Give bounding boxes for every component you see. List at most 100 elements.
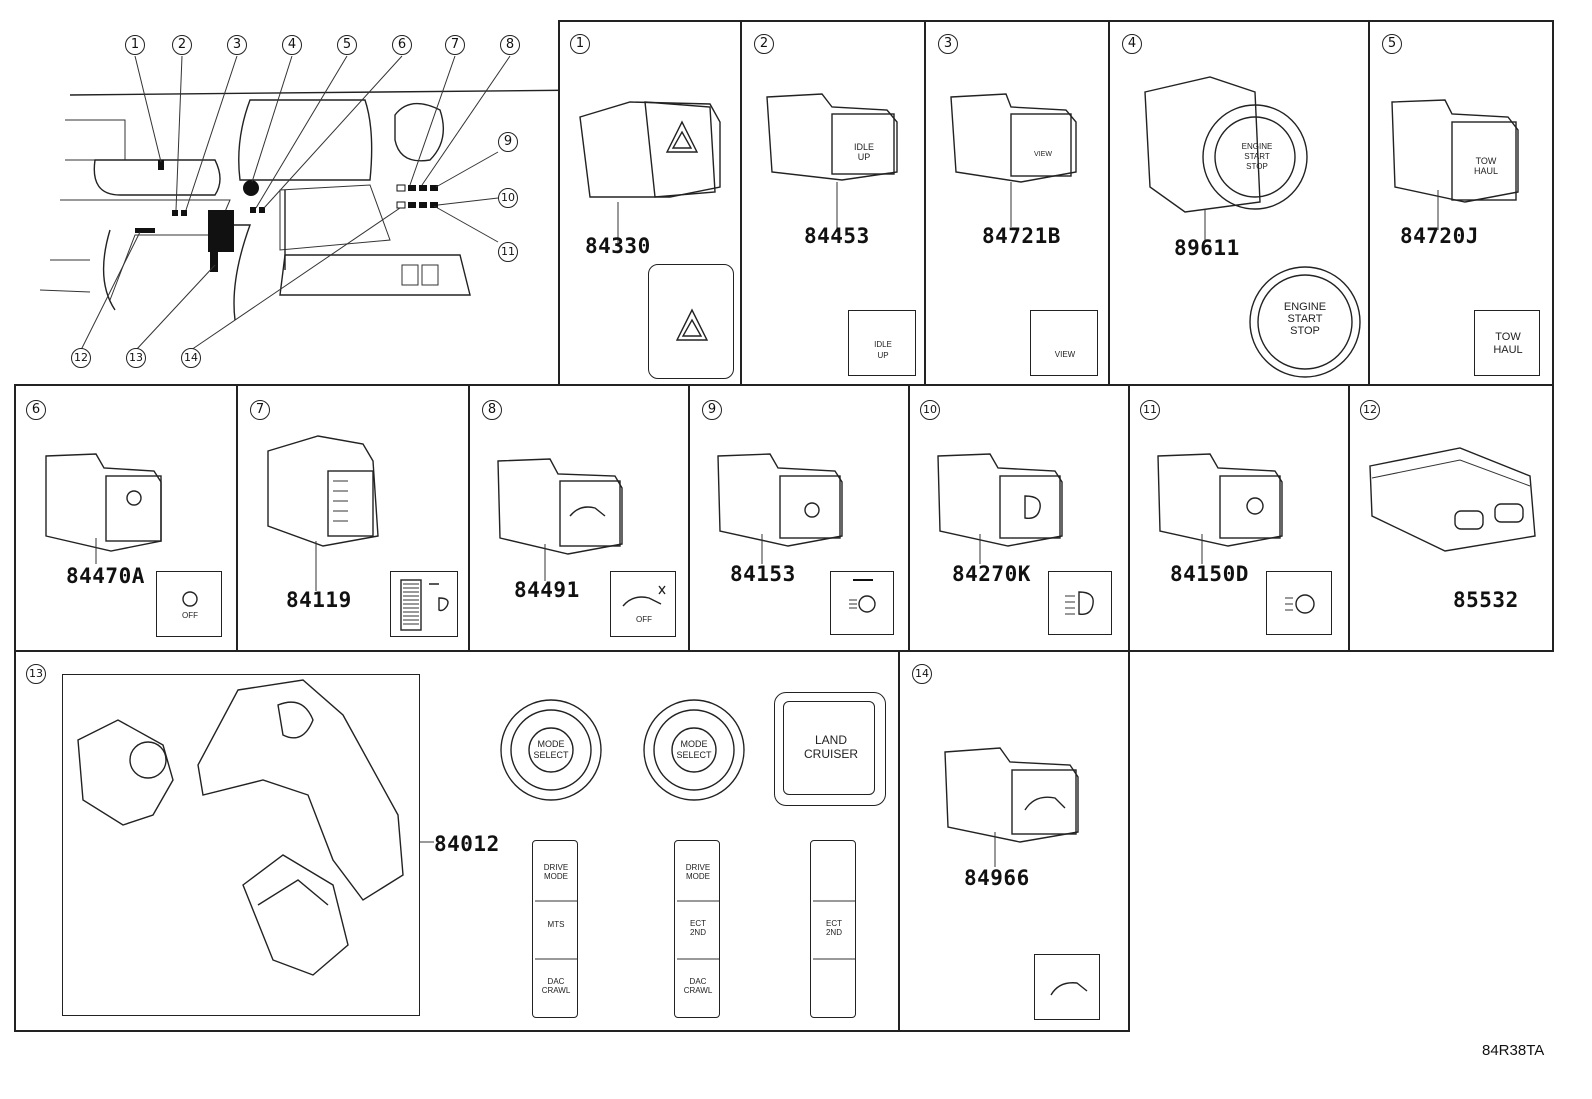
vsc-off-drawing — [497, 458, 623, 581]
mode-select-knobs — [500, 699, 745, 801]
callout-10: 10 — [498, 188, 518, 208]
cell-10-fog-lamp-switch: 10 84270K — [908, 384, 1130, 652]
callout-3: 3 — [227, 35, 247, 55]
part-number: 84966 — [964, 866, 1030, 890]
auto-off-drawing — [45, 453, 162, 564]
callout-13: 13 — [126, 348, 146, 368]
vsc-off-face-view: OFF — [610, 571, 676, 637]
dac-crawl-label: DAC CRAWL — [541, 977, 571, 995]
ect-2nd-label: ECT 2ND — [825, 919, 842, 937]
switch-label: VIEW — [1034, 151, 1052, 158]
part-number: 84453 — [804, 224, 870, 248]
cell-2-idle-up-switch: 2 IDLE UP 84453 IDLE UP — [740, 20, 926, 386]
part-number: 84720J — [1400, 224, 1479, 248]
mode-select-label-1: MODE SELECT — [533, 739, 569, 760]
cell-number: 6 — [26, 400, 46, 420]
switch-label: TOW HAUL — [1473, 156, 1498, 176]
engine-label-drawing: ENGINE START STOP — [1241, 142, 1273, 171]
tow-haul-drawing — [1391, 99, 1519, 230]
part-number: 84721B — [982, 224, 1061, 248]
part-number: 84012 — [434, 832, 500, 856]
light-level-face-view — [390, 571, 458, 637]
crawl-face-view — [1034, 954, 1100, 1020]
part-number: 84470A — [66, 564, 145, 588]
cell-number: 13 — [26, 664, 46, 684]
fog-lamp-drawing — [937, 453, 1063, 564]
idle-up-switch-drawing — [766, 93, 898, 232]
part-number: 84491 — [514, 578, 580, 602]
auto-off-face-view: OFF — [156, 571, 222, 637]
callout-7: 7 — [445, 35, 465, 55]
cell-number: 12 — [1360, 400, 1380, 420]
fog-lamp-face-view — [1048, 571, 1112, 635]
headlight-face-view — [830, 571, 894, 635]
switch-label: IDLE UP — [853, 142, 874, 162]
drive-mode-label: DRIVE MODE — [543, 863, 569, 881]
callout-8: 8 — [500, 35, 520, 55]
switch-label-inset: VIEW — [1054, 350, 1076, 359]
drive-mode-label: DRIVE MODE — [685, 863, 711, 881]
cell-number: 8 — [482, 400, 502, 420]
view-face-view: VIEW — [1030, 310, 1098, 376]
callout-4: 4 — [282, 35, 302, 55]
cell-number: 10 — [920, 400, 940, 420]
cell-14-crawl-switch: 14 84966 — [898, 650, 1130, 1032]
dashboard-overview: 1 2 3 4 5 6 7 8 9 10 11 12 13 14 — [30, 20, 591, 385]
cell-4-engine-start-switch: 4 ENGINE START STOP 89611 ENGINE START S… — [1108, 20, 1370, 386]
rear-fog-face-view — [1266, 571, 1332, 635]
callout-6: 6 — [392, 35, 412, 55]
switch-label-inset: TOW HAUL — [1493, 331, 1523, 356]
leader-line — [420, 841, 434, 843]
part-number: 84270K — [952, 562, 1031, 586]
callout-11: 11 — [498, 242, 518, 262]
cell-number: 14 — [912, 664, 932, 684]
switch-column-2: DRIVE MODE ECT 2ND DAC CRAWL — [674, 840, 720, 1018]
idle-up-face-view: IDLE UP — [848, 310, 916, 376]
cell-number: 7 — [250, 400, 270, 420]
rear-fog-drawing — [1157, 453, 1283, 564]
land-cruiser-emblem: LAND CRUISER — [774, 692, 886, 806]
view-switch-drawing — [950, 93, 1077, 227]
cell-9-headlight-leveler-switch: 9 84153 — [688, 384, 910, 652]
dashboard-drawing — [39, 55, 591, 351]
cell-7-light-level-switch: 7 84119 — [236, 384, 470, 652]
callout-9: 9 — [498, 132, 518, 152]
part-number: 84119 — [286, 588, 352, 612]
dac-crawl-label: DAC CRAWL — [683, 977, 713, 995]
callout-2: 2 — [172, 35, 192, 55]
ect-2nd-label: ECT 2ND — [689, 919, 706, 937]
engine-start-drawing — [1144, 76, 1361, 378]
tow-haul-face-view: TOW HAUL — [1474, 310, 1540, 376]
cell-number: 2 — [754, 34, 774, 54]
cell-number: 11 — [1140, 400, 1160, 420]
hazard-face-view — [648, 264, 734, 379]
callout-12: 12 — [71, 348, 91, 368]
callout-14: 14 — [181, 348, 201, 368]
usb-port-drawing — [1369, 447, 1536, 552]
switch-label-inset: OFF — [182, 611, 198, 620]
cell-13-center-console-switches: 13 84012 MODE SELECT MODE SELECT LAND CR… — [14, 650, 900, 1032]
switch-column-1: DRIVE MODE MTS DAC CRAWL — [532, 840, 578, 1018]
cell-8-vsc-off-switch: 8 84491 OFF — [468, 384, 690, 652]
part-number: 84153 — [730, 562, 796, 586]
switch-column-3: ECT 2ND — [810, 840, 856, 1018]
mts-label: MTS — [547, 920, 565, 929]
cell-number: 1 — [570, 34, 590, 54]
console-assembly-frame — [62, 674, 420, 1016]
cell-3-view-switch: 3 VIEW 84721B VIEW — [924, 20, 1110, 386]
cell-6-auto-off-switch: 6 84470A OFF — [14, 384, 238, 652]
part-number: 85532 — [1453, 588, 1519, 612]
part-number: 84150D — [1170, 562, 1249, 586]
part-number: 84330 — [585, 234, 651, 258]
cell-number: 3 — [938, 34, 958, 54]
reference-code: 84R38TA — [1482, 1042, 1545, 1059]
emblem-text: LAND CRUISER — [803, 733, 858, 761]
console-assembly-drawing — [77, 679, 404, 976]
cell-number: 5 — [1382, 34, 1402, 54]
cell-5-tow-haul-switch: 5 TOW HAUL 84720J TOW HAUL — [1368, 20, 1554, 386]
callout-5: 5 — [337, 35, 357, 55]
cell-number: 4 — [1122, 34, 1142, 54]
headlight-switch-drawing — [717, 453, 843, 564]
switch-label-inset: IDLE UP — [874, 340, 892, 360]
cell-11-rear-fog-switch: 11 84150D — [1128, 384, 1350, 652]
